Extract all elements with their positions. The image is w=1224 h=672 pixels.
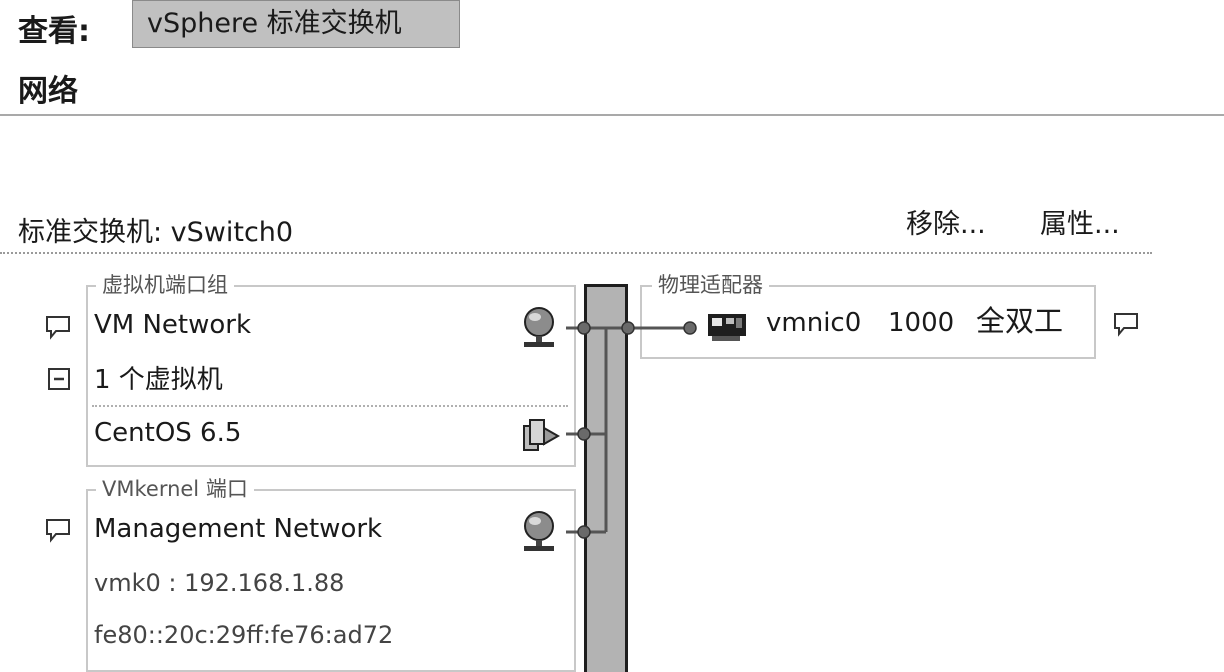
nic-speed: 1000 bbox=[888, 308, 955, 338]
remove-link[interactable]: 移除... bbox=[906, 209, 986, 240]
switch-title: 标准交换机: vSwitch0 bbox=[18, 217, 294, 248]
vm-count: 1 个虚拟机 bbox=[94, 365, 223, 395]
nic-node bbox=[683, 321, 697, 335]
physical-adapters-legend: 物理适配器 bbox=[652, 273, 769, 297]
physical-adapters-panel: 物理适配器 vmnic0 1000 全双工 bbox=[640, 273, 1096, 359]
switch-divider bbox=[0, 252, 1152, 254]
port-group-legend: 虚拟机端口组 bbox=[96, 273, 234, 297]
header-divider bbox=[0, 114, 1224, 116]
properties-link[interactable]: 属性... bbox=[1040, 209, 1120, 240]
vmkernel-name[interactable]: Management Network bbox=[94, 514, 383, 544]
speech-bubble-icon[interactable] bbox=[44, 516, 72, 544]
view-label: 查看: bbox=[18, 14, 90, 49]
nic-duplex: 全双工 bbox=[976, 304, 1064, 338]
port-node bbox=[577, 321, 591, 335]
virtual-machine-icon[interactable] bbox=[520, 416, 566, 456]
globe-network-icon bbox=[524, 307, 554, 347]
port-group-panel: 虚拟机端口组 VM Network 1 个虚拟机 CentOS 6.5 bbox=[86, 273, 576, 467]
vmkernel-legend: VMkernel 端口 bbox=[96, 477, 254, 501]
uplink-node bbox=[621, 321, 635, 335]
port-group-name[interactable]: VM Network bbox=[94, 310, 252, 340]
port-group-divider bbox=[92, 405, 568, 407]
nic-name[interactable]: vmnic0 bbox=[766, 308, 862, 338]
globe-network-icon bbox=[524, 511, 554, 551]
minus-box-icon[interactable] bbox=[46, 366, 74, 394]
speech-bubble-icon[interactable] bbox=[1112, 310, 1140, 338]
vm-name[interactable]: CentOS 6.5 bbox=[94, 418, 242, 448]
speech-bubble-icon[interactable] bbox=[44, 313, 72, 341]
network-card-icon bbox=[708, 314, 746, 341]
port-node bbox=[577, 525, 591, 539]
view-select[interactable]: vSphere 标准交换机 bbox=[132, 0, 460, 48]
port-node bbox=[577, 427, 591, 441]
vmkernel-panel: VMkernel 端口 Management Network vmk0 : 19… bbox=[86, 477, 576, 672]
vmkernel-ipv4: vmk0 : 192.168.1.88 bbox=[94, 569, 345, 597]
vmkernel-ipv6: fe80::20c:29ff:fe76:ad72 bbox=[94, 621, 394, 649]
page-title: 网络 bbox=[18, 74, 78, 109]
